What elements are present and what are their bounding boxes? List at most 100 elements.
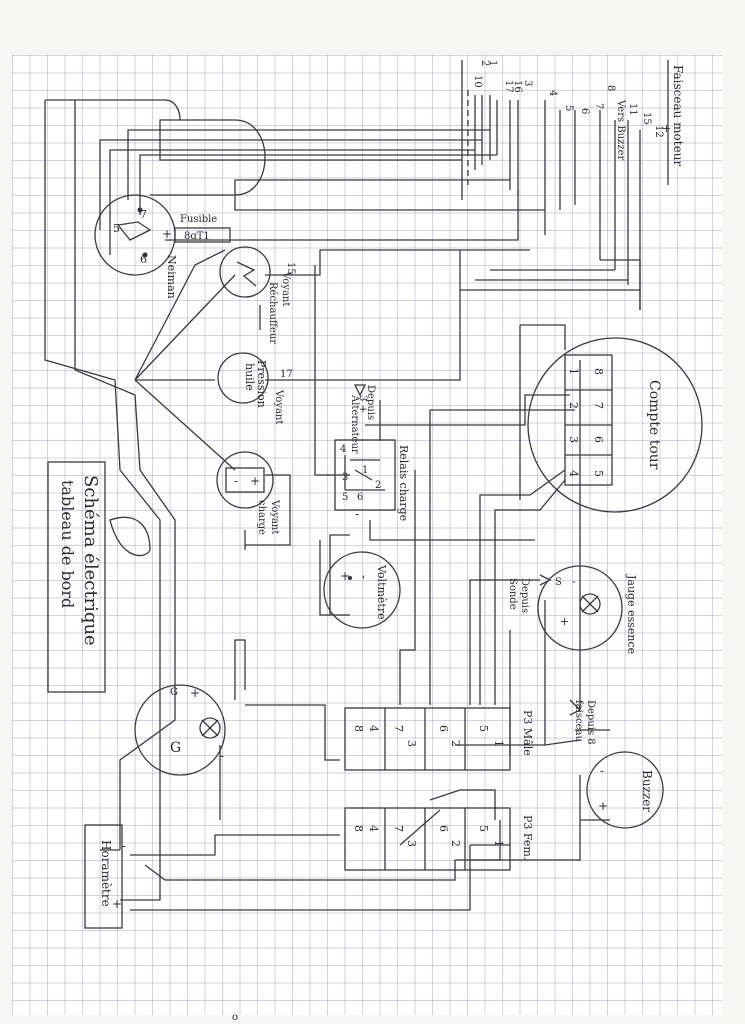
voyant-pression-huile: Pression huile Voyant 17: [217, 352, 293, 424]
gauge-g2: G: [170, 740, 181, 756]
p3m-pin-5: 5: [477, 725, 490, 732]
p3m-label: P3 Mâle: [521, 710, 534, 756]
compte-tour-pin-7: 7: [592, 402, 605, 409]
wire-4: 4: [547, 90, 558, 96]
wire-8: 8: [605, 85, 616, 91]
jauge-s: S: [555, 577, 562, 588]
voltmetre-label: Voltmètre: [375, 564, 388, 620]
neiman-switch: 7 5 6 + Neiman: [94, 194, 178, 299]
p3-male-connector: 8 4 7 3 6 2 5 1 P3 Mâle: [344, 707, 534, 771]
compte-tour-pin-1: 1: [567, 368, 580, 375]
charge-label-2: charge: [256, 500, 267, 535]
horametre-plus: +: [112, 897, 122, 911]
pression-label-1: Pression: [255, 360, 268, 408]
p3m-pin-7: 7: [392, 725, 405, 732]
alternateur-plus: +: [357, 405, 368, 413]
wire-5: 5: [563, 105, 574, 111]
harness-labels: Faisceau moteur + 1 2 10 3 16 17 4 5 6 7…: [472, 60, 685, 166]
p3f-pin-6: 6: [437, 825, 450, 832]
neiman-label: Neiman: [165, 255, 178, 299]
wire-16: 16: [512, 80, 523, 93]
p3m-pin-6: 6: [437, 725, 450, 732]
alternateur-label-2: Alternateur: [349, 394, 360, 454]
jauge-minus: -: [572, 575, 576, 588]
p3f-pin-1: 1: [492, 840, 505, 847]
from-faisceau-8: Depuis 8 faisceau: [569, 699, 596, 745]
sonde-label-1: Depuis: [519, 578, 530, 613]
wire-6: 6: [579, 108, 590, 114]
compte-tour-pin-5: 5: [592, 470, 605, 477]
compte-tour-pin-3: 3: [567, 436, 580, 443]
voltmetre-minus: -: [357, 575, 371, 579]
sonde-label-2: Sonde: [507, 578, 518, 610]
buzzer-dest-label: Vers Buzzer: [615, 99, 626, 161]
title-line1: Schéma électrique: [80, 475, 101, 646]
neiman-t6: 6: [140, 253, 147, 266]
buzzer-src-2: faisceau: [573, 700, 584, 742]
rechauffeur-label-1: Voyant: [280, 271, 291, 306]
relais-p4: 4: [340, 444, 346, 455]
pression-sub: Voyant: [273, 389, 284, 424]
p3f-pin-4: 4: [367, 825, 380, 832]
buzzer-plus: +: [598, 799, 608, 813]
alternateur-label-1: Depuis: [365, 385, 376, 420]
wire-15: 15: [641, 112, 652, 125]
relais-charge: 4 2 1 3 5 6 - Relais charge: [334, 439, 410, 521]
title-box: Schéma électrique tableau de bord: [47, 461, 106, 693]
wire-12: 12: [653, 125, 664, 138]
compte-tour-pin-4: 4: [567, 470, 580, 477]
from-alternateur: Depuis 3 + Alternateur: [349, 384, 376, 454]
gauge-g: G: [170, 687, 178, 698]
main-gauge: G + - G: [134, 684, 226, 776]
p3m-pin-4: 4: [367, 725, 380, 732]
charge-minus: -: [234, 474, 238, 488]
relais-p2: 2: [375, 480, 381, 491]
relais-p5: 5: [342, 492, 348, 503]
horametre: Horamètre - +: [84, 824, 126, 929]
harness-plus: +: [662, 122, 671, 135]
p3-fem-connector: 8 4 7 3 6 2 5 1 P3 Fem.: [344, 807, 534, 871]
charge-plus: +: [250, 474, 260, 488]
buzzer-src-1: Depuis 8: [585, 700, 596, 745]
wire-2: 2: [479, 60, 490, 66]
neiman-t7: 7: [140, 208, 147, 221]
pression-pin: 17: [280, 369, 293, 380]
rechauffeur-pin: 15: [285, 262, 296, 275]
relais-label: Relais charge: [397, 445, 410, 521]
wire-7: 7: [593, 103, 604, 109]
neiman-tplus: +: [162, 227, 172, 241]
rechauffeur-label-2: Réchauffeur: [267, 282, 278, 344]
p3m-pin-1: 1: [492, 740, 505, 747]
relais-p3: 3: [342, 472, 348, 483]
wires: [44, 99, 641, 911]
harness-bundle: [461, 60, 669, 310]
horametre-minus: -: [122, 839, 126, 853]
compte-tour-pin-2: 2: [567, 402, 580, 409]
p3f-pin-3: 3: [405, 840, 418, 847]
wire-10: 10: [472, 75, 483, 88]
relais-minus: -: [355, 507, 359, 521]
p3m-pin-8: 8: [352, 725, 365, 732]
p3f-label: P3 Fem.: [521, 815, 534, 860]
harness-label: Faisceau moteur: [671, 65, 685, 166]
voyant-rechauffeur: 15 Voyant Réchauffeur: [219, 246, 296, 344]
relais-p1: 1: [362, 465, 368, 476]
voltmetre: - + Voltmètre: [323, 551, 401, 629]
jauge-essence: S + - Jauge essence: [537, 565, 638, 654]
gauge-minus: -: [220, 749, 224, 763]
pression-label-2: huile: [243, 363, 256, 391]
buzzer-minus: -: [600, 764, 604, 778]
neiman-t5: 5: [113, 222, 120, 235]
gauge-plus: +: [190, 686, 200, 700]
jauge-label: Jauge essence: [625, 574, 638, 654]
wire-17: 17: [503, 80, 514, 93]
buzzer: - + Buzzer: [586, 751, 664, 829]
title-line2: tableau de bord: [58, 480, 77, 608]
voyant-charge: - + Voyant charge: [216, 451, 280, 535]
fuse-label: Fusible: [180, 214, 217, 225]
p3f-pin-5: 5: [477, 825, 490, 832]
alternateur-pin: 3: [357, 395, 368, 401]
relais-p6: 6: [357, 492, 363, 503]
voltmetre-plus: +: [340, 569, 350, 583]
